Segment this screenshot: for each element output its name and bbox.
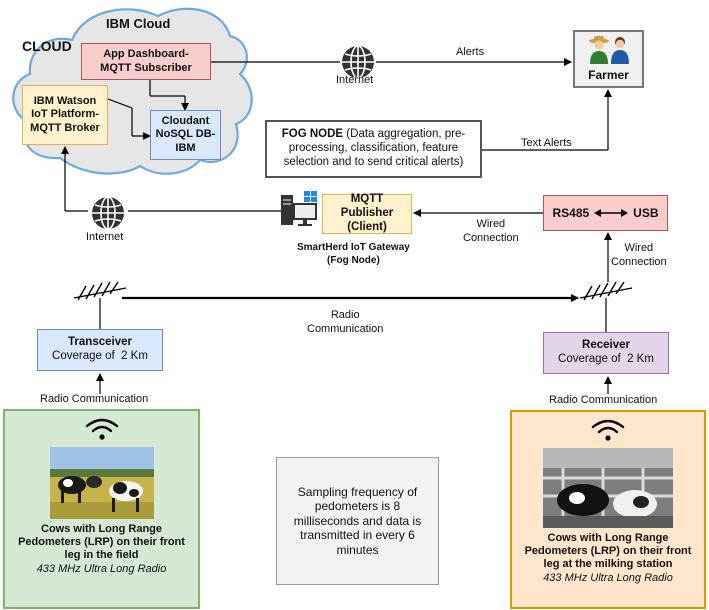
radio-link-label: Radio Communication <box>307 309 383 337</box>
wired-left-line-1: Wired <box>476 218 506 230</box>
internet-label-top: Internet <box>336 74 374 86</box>
field-cows-line-1: Cows with Long Range <box>41 523 162 535</box>
app-dashboard-box: App Dashboard- MQTT Subscriber <box>81 43 211 80</box>
transceiver-title: Transceiver <box>68 336 132 349</box>
field-cows-box: Cows with Long Range Pedometers (LRP) on… <box>3 409 200 609</box>
watson-box: IBM Watson IoT Platform- MQTT Broker <box>22 85 108 145</box>
wired-right-line-1: Wired <box>624 242 654 254</box>
milking-station-box: Cows with Long Range Pedometers (LRP) on… <box>510 410 706 609</box>
milking-station-line-2: Pedometers (LRP) on their front <box>524 545 692 558</box>
antenna-icon <box>73 282 127 301</box>
fog-node-title: FOG NODE <box>281 128 344 141</box>
sampling-line-4: transmitted in every 6 <box>300 528 415 543</box>
fog-node-desc-2: processing, classification, feature <box>288 142 459 155</box>
rs485-label: RS485 <box>552 205 590 220</box>
mqtt-publisher-line-1: MQTT Publisher <box>340 193 394 220</box>
sampling-line-3: milliseconds and data is <box>293 513 422 528</box>
fog-node-box: FOG NODE (Data aggregation, pre- process… <box>265 120 482 178</box>
milking-station-line-1: Cows with Long Range <box>547 532 669 544</box>
gateway-caption: SmartHerd IoT Gateway (Fog Node) <box>297 242 410 267</box>
double-arrow-icon <box>594 209 629 217</box>
radio-link-line-2: Communication <box>307 322 384 335</box>
globe-icon <box>92 196 124 230</box>
cow-photo <box>49 447 154 519</box>
receiver-title: Receiver <box>582 339 630 352</box>
fog-node-desc-1: (Data aggregation, pre- <box>343 128 466 141</box>
wired-left-line-2: Connection <box>463 231 519 244</box>
transceiver-coverage: Coverage of 2 Km <box>52 350 148 362</box>
ibm-cloud-title: IBM Cloud <box>106 16 171 31</box>
wifi-icon <box>85 418 118 440</box>
cloudant-line-2: NoSQL DB- <box>155 128 216 141</box>
app-dashboard-line-2: MQTT Subscriber <box>100 61 192 74</box>
antenna-icon <box>579 282 633 301</box>
farmer-box: Farmer <box>573 30 644 88</box>
watson-line-3: MQTT Broker <box>30 121 100 134</box>
radio-link-line-1: Radio <box>330 309 360 321</box>
internet-label-left: Internet <box>86 231 124 243</box>
milking-station-text: Cows with Long Range Pedometers (LRP) on… <box>521 532 696 572</box>
transceiver-box: Transceiver Coverage of 2 Km <box>37 329 163 371</box>
wired-connection-left-label: Wired Connection <box>463 218 519 246</box>
milking-station-radio: 433 MHz Ultra Long Radio <box>543 571 673 584</box>
app-dashboard-line-1: App Dashboard- <box>103 48 189 61</box>
sampling-line-5: minutes <box>336 542 379 557</box>
field-cows-radio: 433 MHz Ultra Long Radio <box>36 562 167 575</box>
alerts-label: Alerts <box>456 46 485 58</box>
sampling-line-1: Sampling frequency of <box>297 485 418 500</box>
radio-communication-left-label: Radio Communication <box>40 393 149 405</box>
farmer-label: Farmer <box>588 67 629 82</box>
watson-line-1: IBM Watson <box>33 95 97 108</box>
usb-label: USB <box>633 205 659 220</box>
cloud-label: CLOUD <box>22 38 72 54</box>
mqtt-publisher-box: MQTT Publisher (Client) <box>322 193 412 234</box>
receiver-box: Receiver Coverage of 2 Km <box>543 332 669 374</box>
wifi-icon <box>591 419 625 441</box>
radio-communication-right-label: Radio Communication <box>549 394 658 406</box>
field-cows-text: Cows with Long Range Pedometers (LRP) on… <box>14 523 189 563</box>
fog-node-desc-3: selection and to send critical alerts) <box>283 155 464 168</box>
sampling-line-2: pedometers is 8 <box>314 499 401 514</box>
cloudant-line-1: Cloudant <box>161 115 210 128</box>
receiver-coverage: Coverage of 2 Km <box>558 353 654 365</box>
field-cows-line-2: Pedometers (LRP) on their front <box>18 536 185 549</box>
computer-icon <box>281 191 317 226</box>
wired-connection-right-label: Wired Connection <box>611 242 667 270</box>
cloudant-line-3: IBM <box>175 141 196 154</box>
gateway-caption-line-1: SmartHerd IoT Gateway <box>297 242 410 253</box>
wired-right-line-2: Connection <box>611 255 667 268</box>
field-cows-line-3: leg in the field <box>64 549 139 562</box>
cow-photo <box>543 448 673 528</box>
farmer-icon <box>589 36 629 64</box>
watson-line-2: IoT Platform- <box>31 108 99 121</box>
sampling-note-box: Sampling frequency of pedometers is 8 mi… <box>276 457 439 585</box>
mqtt-publisher-line-2: (Client) <box>347 220 387 233</box>
text-alerts-label: Text Alerts <box>521 137 572 149</box>
cloudant-box: Cloudant NoSQL DB- IBM <box>150 110 221 160</box>
milking-station-line-3: leg at the milking station <box>543 558 673 571</box>
rs485-usb-box: RS485 USB <box>543 195 668 231</box>
globe-icon <box>342 45 374 79</box>
gateway-caption-line-2: (Fog Node) <box>327 254 380 266</box>
